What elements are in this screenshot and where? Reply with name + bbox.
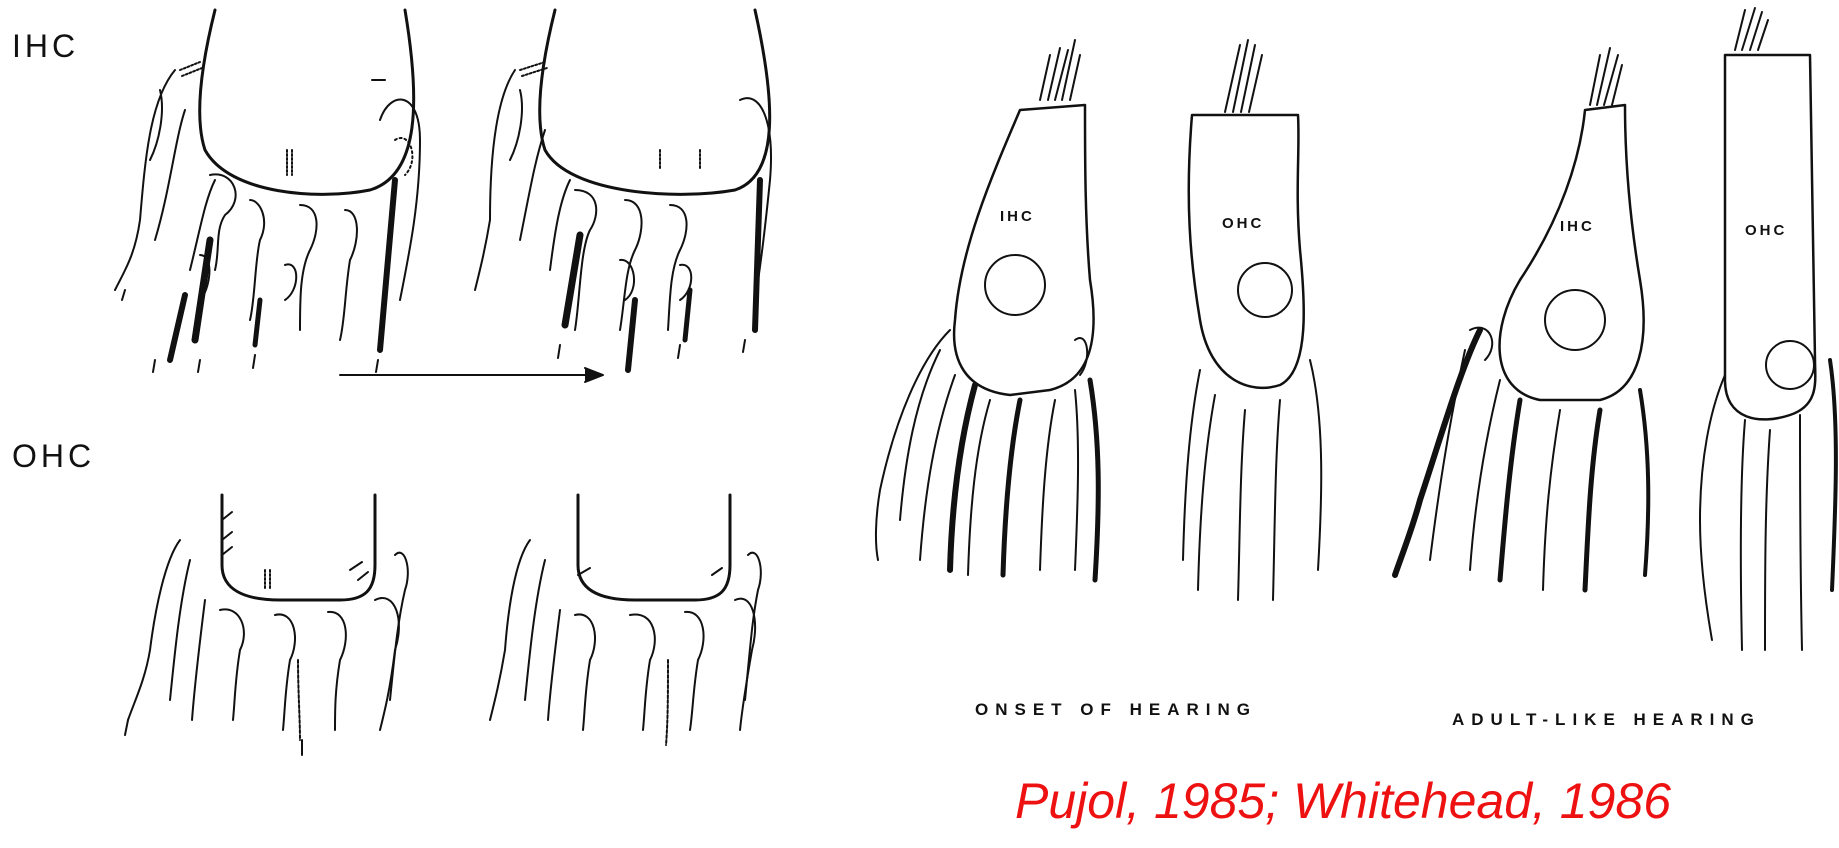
ihc-row-label: IHC [12, 28, 79, 65]
adult-ihc-label: IHC [1560, 218, 1595, 235]
onset-ihc-cell [876, 40, 1098, 580]
adult-ohc-label: OHC [1745, 222, 1787, 239]
ihc-panel-mature [475, 10, 771, 370]
onset-ihc-label: IHC [1000, 208, 1035, 225]
ihc-panel-immature [115, 10, 420, 372]
caption-adult-like-hearing: ADULT-LIKE HEARING [1452, 710, 1761, 730]
adult-ohc-cell [1700, 8, 1836, 650]
adult-ihc-cell [1395, 48, 1648, 590]
citation-text: Pujol, 1985; Whitehead, 1986 [1015, 772, 1671, 830]
onset-ohc-cell [1183, 40, 1321, 600]
ohc-row-label: OHC [12, 438, 95, 475]
ohc-panel-immature [125, 495, 408, 755]
onset-ohc-label: OHC [1222, 215, 1264, 232]
ohc-panel-mature [490, 495, 761, 745]
maturation-arrow [340, 368, 603, 382]
caption-onset-of-hearing: ONSET OF HEARING [975, 700, 1257, 720]
